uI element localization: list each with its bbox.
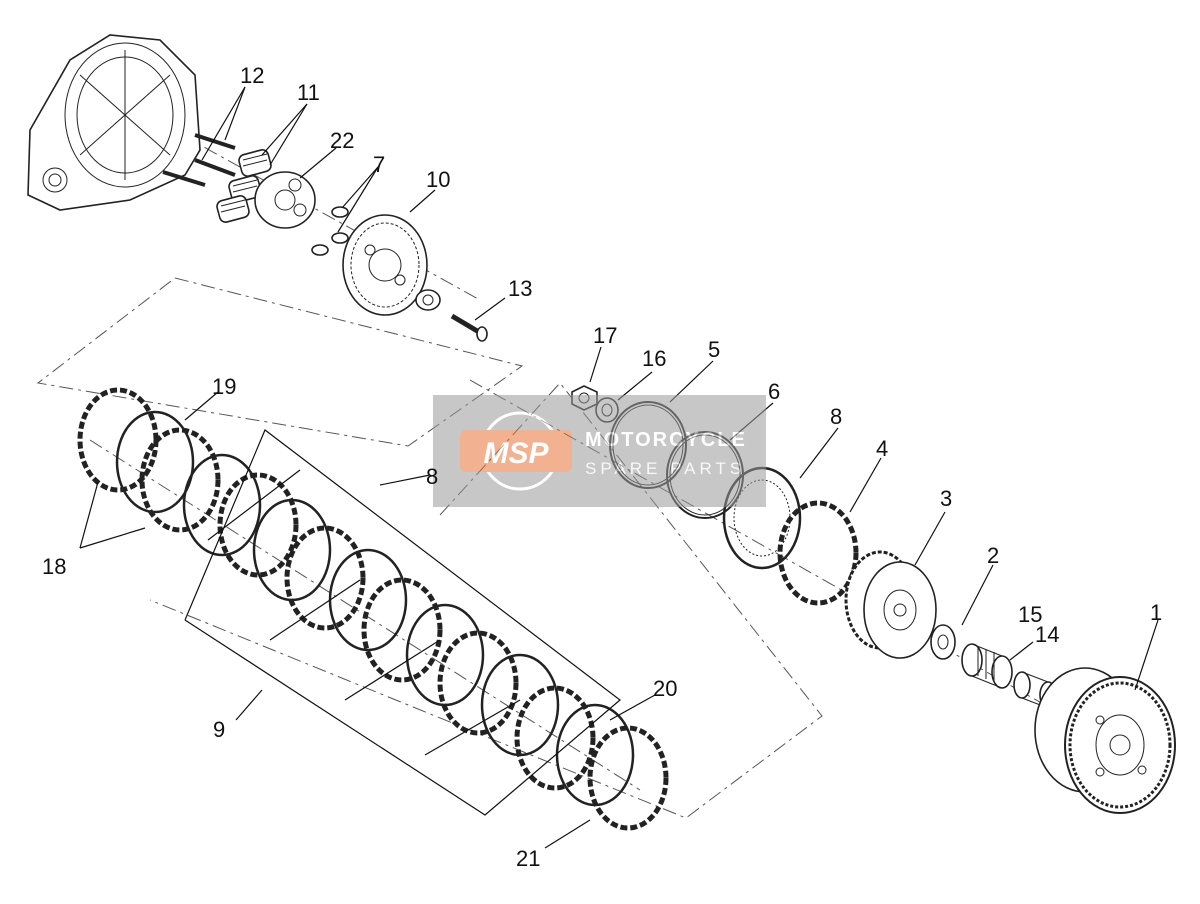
label-16: 16 — [642, 346, 666, 371]
label-14: 14 — [1035, 622, 1059, 647]
watermark-logo: MSP — [483, 437, 549, 470]
label-4: 4 — [876, 436, 888, 461]
pushrod — [450, 313, 488, 342]
pressure-plate — [342, 214, 441, 316]
label-7: 7 — [373, 152, 385, 177]
label-2: 2 — [987, 543, 999, 568]
needle-bearing — [961, 643, 1013, 689]
label-12: 12 — [240, 63, 264, 88]
thrust-washer — [930, 624, 956, 660]
clutch-hub — [844, 550, 937, 659]
clutch-plate-stack — [77, 387, 669, 831]
label-9: 9 — [213, 717, 225, 742]
label-22: 22 — [330, 128, 354, 153]
label-10: 10 — [426, 167, 450, 192]
label-6: 6 — [768, 379, 780, 404]
label-17: 17 — [593, 323, 617, 348]
watermark: MSP MOTORCYCLE SPARE PARTS — [433, 395, 766, 507]
label-8-right: 8 — [830, 404, 842, 429]
label-8-left: 8 — [426, 464, 438, 489]
clutch-housing — [1034, 667, 1176, 814]
label-1: 1 — [1150, 600, 1162, 625]
group-brackets — [184, 429, 621, 816]
clutch-cover — [27, 34, 201, 211]
label-15: 15 — [1018, 602, 1042, 627]
watermark-line2: SPARE PARTS — [585, 459, 745, 478]
label-21: 21 — [516, 846, 540, 871]
label-11: 11 — [297, 80, 320, 105]
clutch-springs — [216, 149, 272, 223]
watermark-logo-badge — [460, 430, 572, 472]
label-20: 20 — [653, 676, 677, 701]
label-3: 3 — [940, 486, 952, 511]
label-18: 18 — [42, 554, 66, 579]
watermark-line1: MOTORCYCLE — [585, 429, 747, 451]
label-19: 19 — [212, 374, 236, 399]
cover-bolts — [162, 133, 236, 187]
circlips — [311, 206, 349, 256]
label-13: 13 — [508, 276, 532, 301]
callout-labels: 1 2 3 4 5 6 7 8 8 9 10 11 12 13 14 15 16… — [42, 63, 1162, 871]
label-5: 5 — [708, 337, 720, 362]
spring-retainer — [254, 171, 316, 229]
